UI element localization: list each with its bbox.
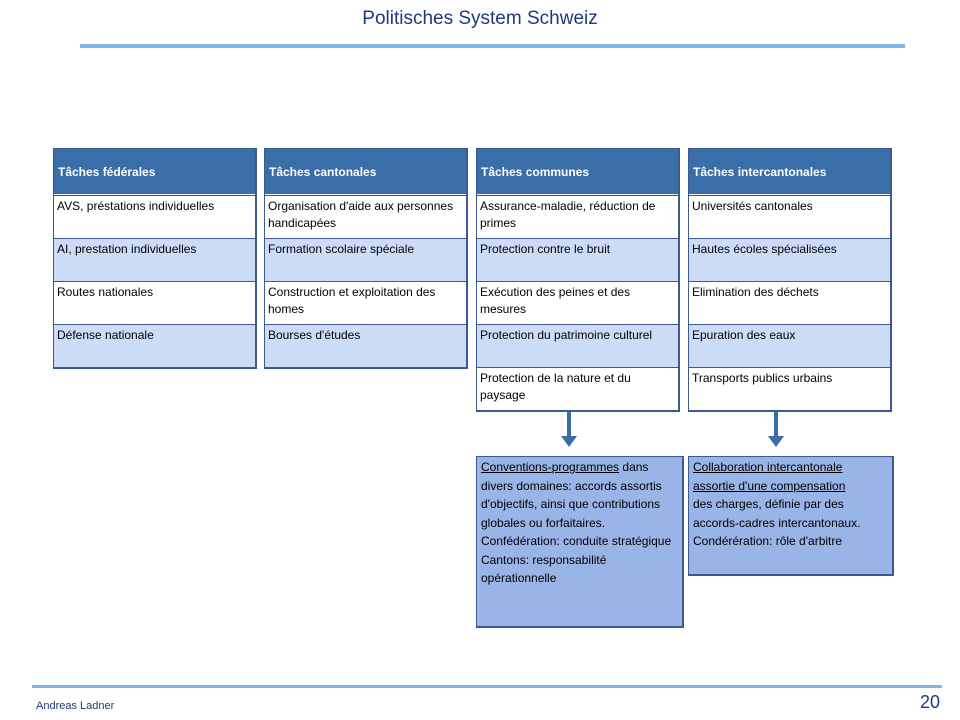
arrow-down-icon <box>559 412 579 448</box>
note-heading: Conventions-programmes <box>481 460 620 474</box>
title-divider <box>80 44 905 48</box>
table-row: Elimination des déchets <box>689 281 890 324</box>
column-intercantonal: Tâches intercantonales Universités canto… <box>688 148 892 412</box>
table-row: Hautes écoles spécialisées <box>689 238 890 281</box>
table-row: Epuration des eaux <box>689 324 890 367</box>
note-text: des charges, définie par des accords-cad… <box>693 497 861 530</box>
author-name: Andreas Ladner <box>36 700 115 712</box>
table-row: Bourses d'études <box>265 324 466 367</box>
column-header: Tâches communes <box>477 149 678 195</box>
table-row: Universités cantonales <box>689 195 890 238</box>
table-row: AVS, préstations individuelles <box>54 195 255 238</box>
table-row: Protection du patrimoine culturel <box>477 324 678 367</box>
table-row: Transports publics urbains <box>689 367 890 410</box>
table-row: Construction et exploitation des homes <box>265 281 466 324</box>
note-heading: assortie d'une compensation <box>693 478 846 493</box>
note-heading: Collaboration intercantonale <box>693 460 843 474</box>
table-row: Défense nationale <box>54 324 255 367</box>
column-cantonal: Tâches cantonales Organisation d'aide au… <box>264 148 468 369</box>
column-header: Tâches fédérales <box>54 149 255 195</box>
table-row: AI, prestation individuelles <box>54 238 255 281</box>
table-row: Protection de la nature et du paysage <box>477 367 678 410</box>
table-row: Protection contre le bruit <box>477 238 678 281</box>
column-header: Tâches cantonales <box>265 149 466 195</box>
table-row: Exécution des peines et des mesures <box>477 281 678 324</box>
column-common: Tâches communes Assurance-maladie, réduc… <box>476 148 680 412</box>
note-text: Condérération: rôle d'arbitre <box>693 534 843 548</box>
table-row: Assurance-maladie, réduction de primes <box>477 195 678 238</box>
table-row: Routes nationales <box>54 281 255 324</box>
table-row: Organisation d'aide aux personnes handic… <box>265 195 466 238</box>
slide-title: Politisches System Schweiz <box>362 8 598 29</box>
note-text: Cantons: responsabilité opérationnelle <box>481 552 607 586</box>
note-text: dans divers domaines: accords assortis d… <box>481 460 662 530</box>
footer-divider <box>32 685 942 688</box>
note-intercantonal-tasks: Collaboration intercantonale assortie d'… <box>688 456 894 576</box>
column-federal: Tâches fédérales AVS, préstations indivi… <box>53 148 257 369</box>
note-common-tasks: Conventions-programmes dans divers domai… <box>476 456 684 628</box>
note-text: Confédération: conduite stratégique <box>481 534 672 548</box>
table-row: Formation scolaire spéciale <box>265 238 466 281</box>
column-header: Tâches intercantonales <box>689 149 890 195</box>
page-number: 20 <box>919 692 940 712</box>
arrow-down-icon <box>766 412 786 448</box>
